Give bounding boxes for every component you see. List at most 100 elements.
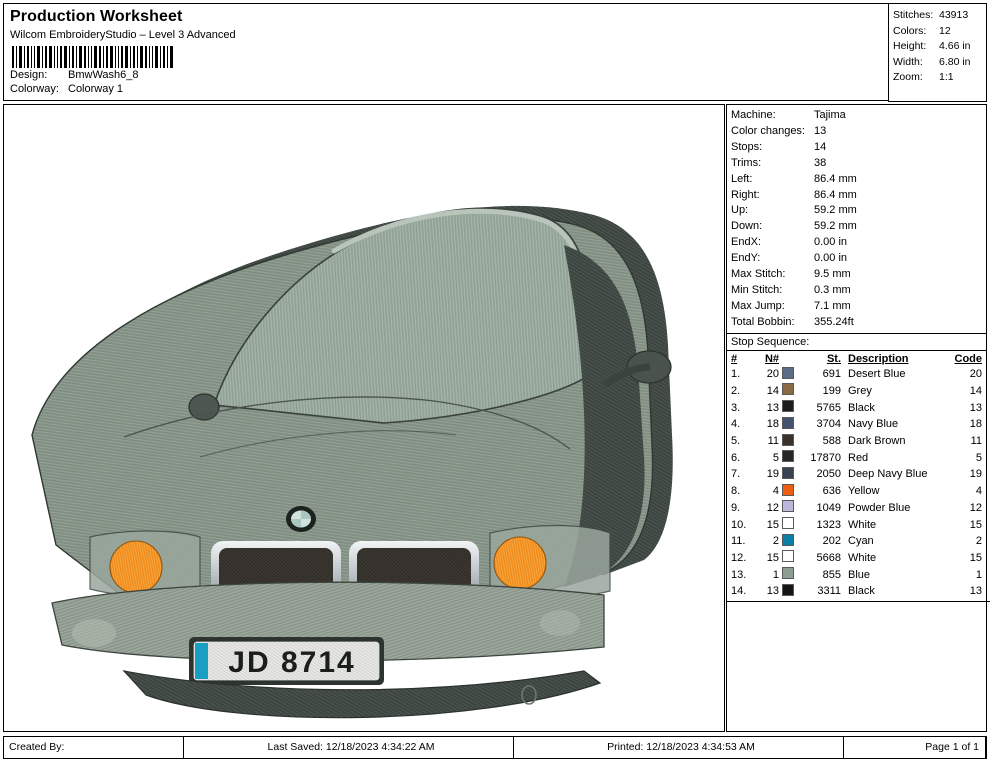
colorway-value: Colorway 1 (68, 83, 124, 95)
right-mirror-arm (602, 363, 651, 388)
color-swatch-cell (779, 466, 797, 484)
row-code: 19 (969, 468, 982, 481)
row-code: 15 (969, 518, 982, 531)
stat-label: Width: (893, 55, 923, 68)
row-needle: 18 (766, 418, 779, 431)
machine-row: Down:59.2 mm (731, 219, 986, 235)
row-description: Powder Blue (848, 501, 911, 514)
col-needle: N# (764, 352, 779, 365)
row-description: Red (848, 451, 869, 464)
color-swatch-cell (779, 366, 797, 384)
bmw-roundel-quadrant2 (291, 519, 301, 528)
machine-row: EndX:0.00 in (731, 235, 986, 251)
machine-value: 59.2 mm (814, 220, 857, 233)
row-stitches: 5765 (816, 401, 841, 414)
row-brand: Wilcom (982, 417, 990, 434)
color-swatch (782, 450, 794, 463)
machine-label: Machine: (731, 109, 776, 121)
row-description: Dark Brown (848, 435, 906, 447)
row-description: White (848, 518, 877, 531)
table-row[interactable]: 2.14199Grey14Wilcom (727, 383, 990, 400)
row-description: Blue (848, 568, 871, 581)
row-code: 12 (969, 501, 982, 514)
machine-label: Total Bobbin: (731, 315, 795, 328)
row-index: 5. (731, 435, 741, 447)
row-stitches: 691 (822, 368, 841, 381)
row-needle: 20 (766, 368, 779, 381)
indicator-right (493, 536, 547, 590)
row-description: White (848, 551, 877, 564)
row-brand: Wilcom (982, 450, 990, 467)
machine-label: Min Stitch: (731, 283, 783, 296)
footer-bar: Created By: Last Saved: 12/18/2023 4:34:… (3, 736, 987, 759)
row-brand: Wilcom (982, 434, 990, 451)
row-description: Deep Navy Blue (848, 468, 928, 481)
row-needle: 13 (766, 401, 779, 414)
machine-row: Trims:38 (731, 156, 986, 172)
row-brand: Wilcom (982, 500, 990, 517)
machine-row: Right:86.4 mm (731, 188, 986, 204)
machine-value: 86.4 mm (814, 172, 857, 185)
row-stitches: 1049 (816, 501, 841, 514)
last-saved: Last Saved: 12/18/2023 4:34:22 AM (184, 737, 514, 758)
row-index: 14. (731, 585, 747, 598)
row-stitches: 17870 (810, 451, 841, 464)
page-number: Page 1 of 1 (844, 737, 986, 758)
stat-value: 43913 (939, 9, 969, 21)
windshield (212, 207, 593, 424)
row-index: 2. (731, 384, 741, 397)
stat-label: Zoom: (893, 71, 923, 83)
table-row[interactable]: 11.2202Cyan2Wilcom (727, 533, 990, 551)
row-brand: Wilcom (982, 383, 990, 400)
stat-label: Height: (893, 40, 927, 52)
color-swatch (782, 400, 794, 413)
machine-value: 38 (814, 156, 827, 169)
color-swatch-cell (779, 550, 797, 567)
row-index: 9. (731, 501, 741, 514)
right-flank (564, 245, 645, 587)
table-row[interactable]: 13.1855Blue1Wilcom (727, 567, 990, 584)
row-description: Navy Blue (848, 418, 899, 431)
printed: Printed: 12/18/2023 4:34:53 AM (514, 737, 844, 758)
row-stitches: 2050 (816, 468, 841, 481)
machine-label: Up: (731, 204, 749, 217)
color-swatch (782, 416, 794, 429)
color-swatch (782, 483, 794, 496)
col-index: # (731, 352, 738, 365)
stat-row: Height:4.66 in (893, 39, 986, 55)
table-row[interactable]: 12.155668White15Wilcom (727, 550, 990, 567)
hood-crease-inner (199, 430, 457, 458)
row-stitches: 588 (822, 435, 841, 447)
indicator-left (109, 540, 163, 594)
color-swatch (782, 466, 794, 479)
row-needle: 11 (767, 435, 779, 447)
table-row[interactable]: 3.135765Black13Wilcom (727, 400, 990, 417)
table-row[interactable]: 14.133311Black13Wilcom (727, 583, 990, 602)
machine-label: Color changes: (731, 124, 805, 137)
machine-value: 9.5 mm (814, 268, 851, 281)
machine-value: 7.1 mm (814, 299, 851, 312)
stat-value: 12 (939, 24, 951, 37)
table-row[interactable]: 10.151323White15Wilcom (727, 517, 990, 534)
stat-value: 6.80 in (939, 55, 971, 68)
header-panel: Production Worksheet Wilcom EmbroiderySt… (3, 3, 987, 102)
table-row[interactable]: 8.4636Yellow4Wilcom (727, 483, 990, 501)
table-row[interactable]: 6.517870Red5Wilcom (727, 450, 990, 467)
row-needle: 15 (766, 518, 779, 531)
license-plate: JD 8714 (189, 637, 384, 685)
row-description: Desert Blue (848, 368, 906, 381)
machine-label: Stops: (731, 140, 763, 153)
design-name-row: Design: BmwWash6_8 (10, 68, 710, 82)
row-code: 1 (975, 568, 982, 581)
row-stitches: 199 (822, 384, 841, 397)
machine-row: Color changes:13 (731, 124, 986, 140)
row-index: 4. (731, 418, 741, 431)
design-preview-canvas[interactable]: JD 8714 (3, 104, 725, 732)
software-subtitle: Wilcom EmbroideryStudio – Level 3 Advanc… (10, 29, 236, 41)
